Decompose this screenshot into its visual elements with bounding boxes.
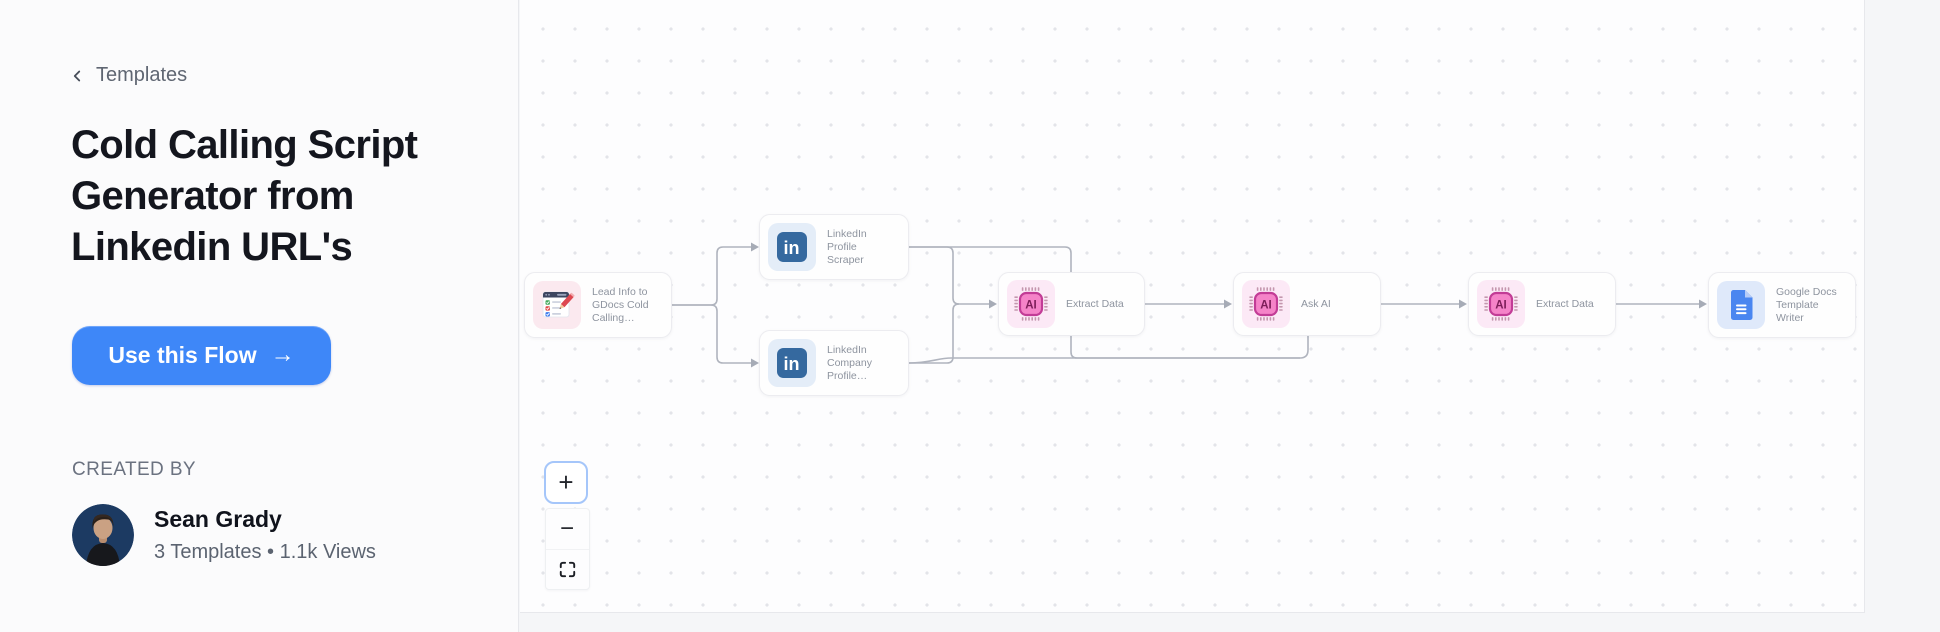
node-icon-tile bbox=[1717, 281, 1765, 329]
google-docs-icon bbox=[1731, 290, 1753, 320]
zoom-in-button[interactable]: + bbox=[544, 461, 588, 504]
flow-edges bbox=[672, 242, 1707, 368]
flow-node-lead-info-gdocs[interactable]: Lead Info to GDocs Cold Calling… bbox=[524, 272, 672, 338]
arrow-right-icon: → bbox=[270, 340, 295, 368]
node-label: Extract Data bbox=[1536, 297, 1594, 310]
creator-name: Sean Grady bbox=[154, 506, 282, 532]
creator-row[interactable]: Sean Grady 3 Templates • 1.1k Views bbox=[72, 504, 376, 566]
flow-node-linkedin-company-profile[interactable]: in LinkedIn Company Profile… bbox=[759, 330, 909, 396]
ai-chip-icon: AI bbox=[1484, 287, 1518, 321]
flow-node-linkedin-profile-scraper[interactable]: in LinkedIn Profile Scraper bbox=[759, 214, 909, 280]
linkedin-icon: in bbox=[777, 348, 807, 378]
page-title: Cold Calling Script Generator from Linke… bbox=[71, 123, 418, 269]
use-this-flow-label: Use this Flow bbox=[108, 342, 257, 368]
svg-text:AI: AI bbox=[1260, 300, 1272, 312]
svg-text:in: in bbox=[784, 238, 800, 258]
checklist-pencil-icon bbox=[542, 291, 575, 318]
node-label: Lead Info to GDocs Cold Calling… bbox=[592, 285, 649, 324]
node-label: Ask AI bbox=[1301, 297, 1331, 310]
created-by-heading: CREATED BY bbox=[72, 459, 197, 480]
svg-text:AI: AI bbox=[1025, 300, 1037, 312]
linkedin-icon: in bbox=[777, 232, 807, 262]
sidebar: Templates Cold Calling Script Generator … bbox=[0, 0, 519, 632]
node-label: Google Docs Template Writer bbox=[1776, 285, 1837, 324]
node-icon-tile: AI bbox=[1242, 280, 1290, 328]
breadcrumb-templates[interactable]: Templates bbox=[68, 64, 187, 87]
node-icon-tile bbox=[533, 281, 581, 329]
avatar bbox=[72, 504, 134, 566]
breadcrumb-label: Templates bbox=[96, 64, 188, 86]
creator-stats: 3 Templates • 1.1k Views bbox=[154, 541, 376, 563]
zoom-out-button[interactable]: − bbox=[546, 509, 589, 549]
node-icon-tile: AI bbox=[1007, 280, 1055, 328]
flow-node-extract-data-1[interactable]: AI Extract Data bbox=[998, 272, 1145, 336]
svg-text:AI: AI bbox=[1495, 300, 1507, 312]
node-icon-tile: AI bbox=[1477, 280, 1525, 328]
node-label: LinkedIn Profile Scraper bbox=[827, 227, 867, 266]
flow-canvas[interactable]: Lead Info to GDocs Cold Calling… in Link… bbox=[520, 0, 1865, 613]
chevron-left-icon bbox=[73, 70, 81, 81]
node-icon-tile: in bbox=[768, 223, 816, 271]
node-icon-tile: in bbox=[768, 339, 816, 387]
svg-text:in: in bbox=[784, 354, 800, 374]
flow-node-ask-ai[interactable]: AI Ask AI bbox=[1233, 272, 1381, 336]
flow-node-google-docs-template-writer[interactable]: Google Docs Template Writer bbox=[1708, 272, 1856, 338]
use-this-flow-button[interactable]: Use this Flow → bbox=[72, 326, 331, 385]
fit-view-button[interactable] bbox=[545, 549, 589, 589]
node-label: Extract Data bbox=[1066, 297, 1124, 310]
flow-node-extract-data-2[interactable]: AI Extract Data bbox=[1468, 272, 1616, 336]
ai-chip-icon: AI bbox=[1249, 287, 1283, 321]
node-label: LinkedIn Company Profile… bbox=[827, 343, 872, 382]
canvas-zoom-controls: + − bbox=[544, 461, 590, 590]
ai-chip-icon: AI bbox=[1014, 287, 1048, 321]
fullscreen-icon bbox=[559, 561, 575, 578]
